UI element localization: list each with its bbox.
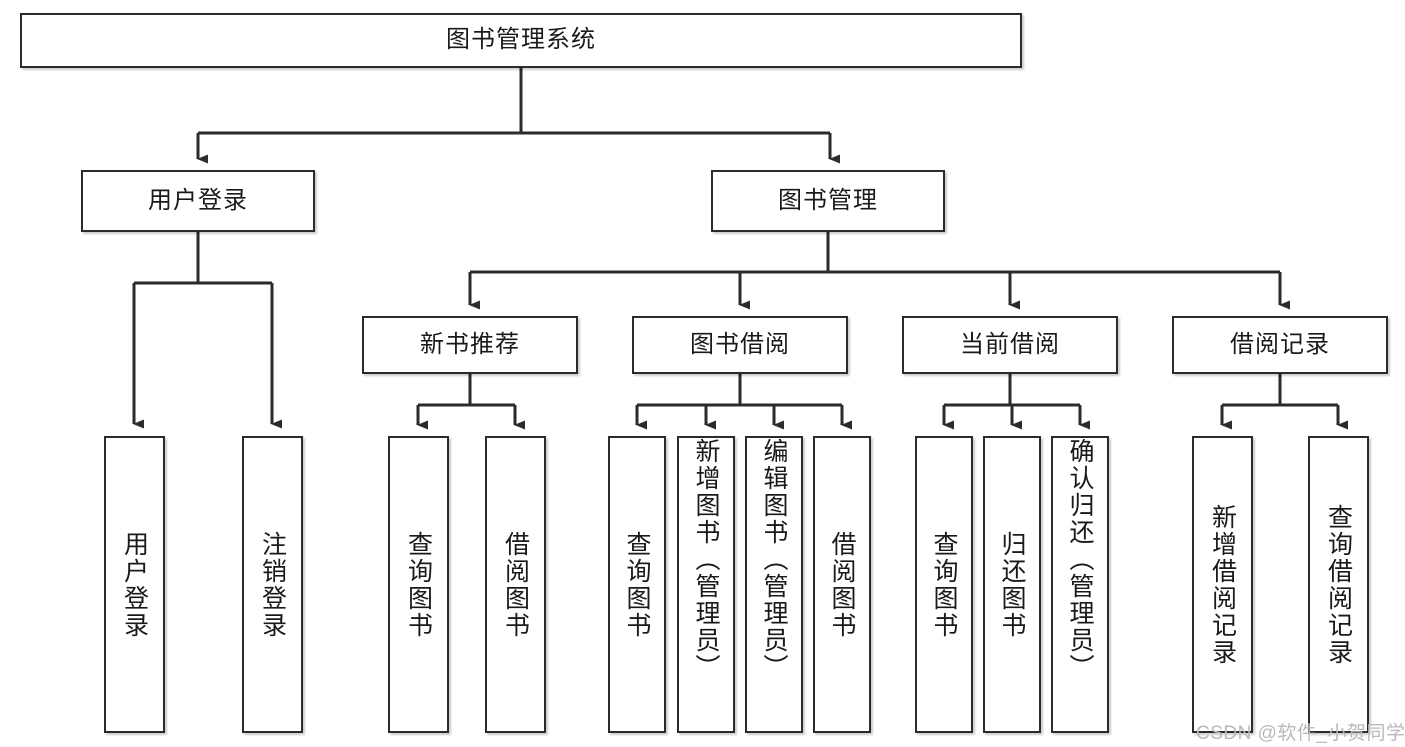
node-leaf-user-logout[interactable]: 注销登录 <box>242 436 303 733</box>
node-leaf-add-book[interactable]: 新增图书（管理员） <box>677 436 735 733</box>
node-leaf-return-book[interactable]: 归还图书 <box>983 436 1041 733</box>
node-label: 查询图书 <box>404 530 433 639</box>
node-new-book-rec[interactable]: 新书推荐 <box>362 316 578 374</box>
node-leaf-add-record[interactable]: 新增借阅记录 <box>1192 436 1253 733</box>
edge-current-borrow-to-leaves <box>942 374 1090 430</box>
node-user-login[interactable]: 用户登录 <box>81 170 315 232</box>
node-label: 查询图书 <box>623 530 651 639</box>
edge-book-borrow-to-leaves <box>635 374 852 430</box>
node-label: 注销登录 <box>258 530 287 639</box>
node-borrow-record[interactable]: 借阅记录 <box>1172 316 1388 374</box>
node-leaf-user-login[interactable]: 用户登录 <box>104 436 165 733</box>
node-label: 确认归还（管理员） <box>1066 438 1094 681</box>
node-leaf-query-record[interactable]: 查询借阅记录 <box>1308 436 1369 733</box>
node-leaf-borrow-book-2[interactable]: 借阅图书 <box>813 436 871 733</box>
node-book-manage[interactable]: 图书管理 <box>711 170 945 232</box>
node-label: 借阅图书 <box>501 530 530 639</box>
node-leaf-query-book-3[interactable]: 查询图书 <box>915 436 973 733</box>
node-book-borrow[interactable]: 图书借阅 <box>632 316 848 374</box>
edge-new-book-rec-to-leaves <box>416 374 525 430</box>
node-label: 新增借阅记录 <box>1208 503 1237 666</box>
edge-book-manage-to-level3 <box>468 232 1290 310</box>
node-leaf-borrow-book-1[interactable]: 借阅图书 <box>485 436 546 733</box>
edge-borrow-record-to-leaves <box>1220 374 1348 430</box>
node-leaf-confirm-return[interactable]: 确认归还（管理员） <box>1051 436 1109 733</box>
node-leaf-query-book-2[interactable]: 查询图书 <box>608 436 666 733</box>
node-leaf-edit-book[interactable]: 编辑图书（管理员） <box>745 436 803 733</box>
node-label: 编辑图书（管理员） <box>760 438 788 681</box>
node-root[interactable]: 图书管理系统 <box>20 13 1022 68</box>
node-label: 查询图书 <box>930 530 958 639</box>
node-label: 借阅图书 <box>828 530 856 639</box>
node-label: 新增图书（管理员） <box>692 438 720 681</box>
edge-root-to-level2 <box>196 68 840 164</box>
node-label: 查询借阅记录 <box>1324 503 1353 666</box>
node-label: 用户登录 <box>120 530 149 639</box>
csdn-watermark: CSDN @软件_小贺同学 <box>1196 723 1405 744</box>
edge-user-login-to-leaves <box>132 232 282 429</box>
node-current-borrow[interactable]: 当前借阅 <box>902 316 1118 374</box>
node-leaf-query-book-1[interactable]: 查询图书 <box>388 436 449 733</box>
node-label: 归还图书 <box>998 530 1026 639</box>
